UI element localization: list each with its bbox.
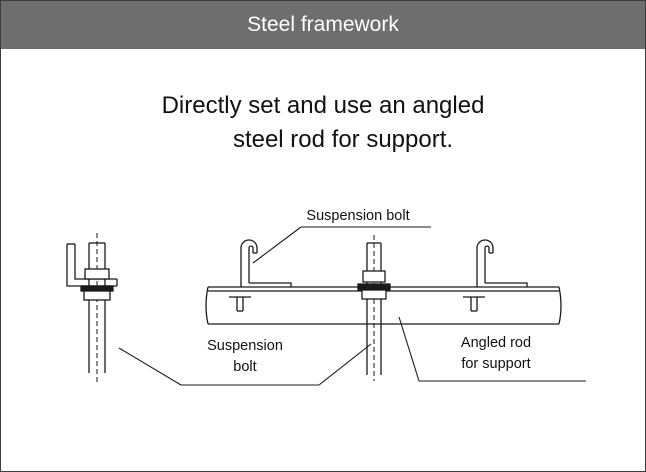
left-bracket-detail (66, 233, 118, 385)
center-washer (357, 283, 391, 291)
center-upper-nut (362, 270, 386, 283)
label-top-suspension-bolt: Suspension bolt (306, 208, 409, 224)
left-lower-nut (83, 290, 111, 301)
label-angled-rod-line2: for support (461, 356, 530, 372)
description: Directly set and use an angled steel rod… (1, 89, 645, 157)
label-left-suspension-bolt-line2: bolt (233, 359, 256, 375)
rail-hook-right (463, 239, 528, 312)
left-washer (80, 285, 114, 292)
left-upper-nut (84, 268, 110, 280)
center-bolt (357, 235, 391, 381)
header-title: Steel framework (247, 13, 399, 36)
description-line-2: steel rod for support. (232, 126, 454, 153)
leader-lines (118, 226, 586, 386)
description-line-1: Directly set and use an angled (161, 92, 485, 119)
label-left-suspension-bolt-line1: Suspension (207, 338, 283, 354)
label-angled-rod-line1: Angled rod (461, 335, 531, 351)
rail-hook-left (229, 239, 292, 312)
header-bar: Steel framework (1, 1, 645, 49)
center-lower-nut (361, 289, 387, 300)
